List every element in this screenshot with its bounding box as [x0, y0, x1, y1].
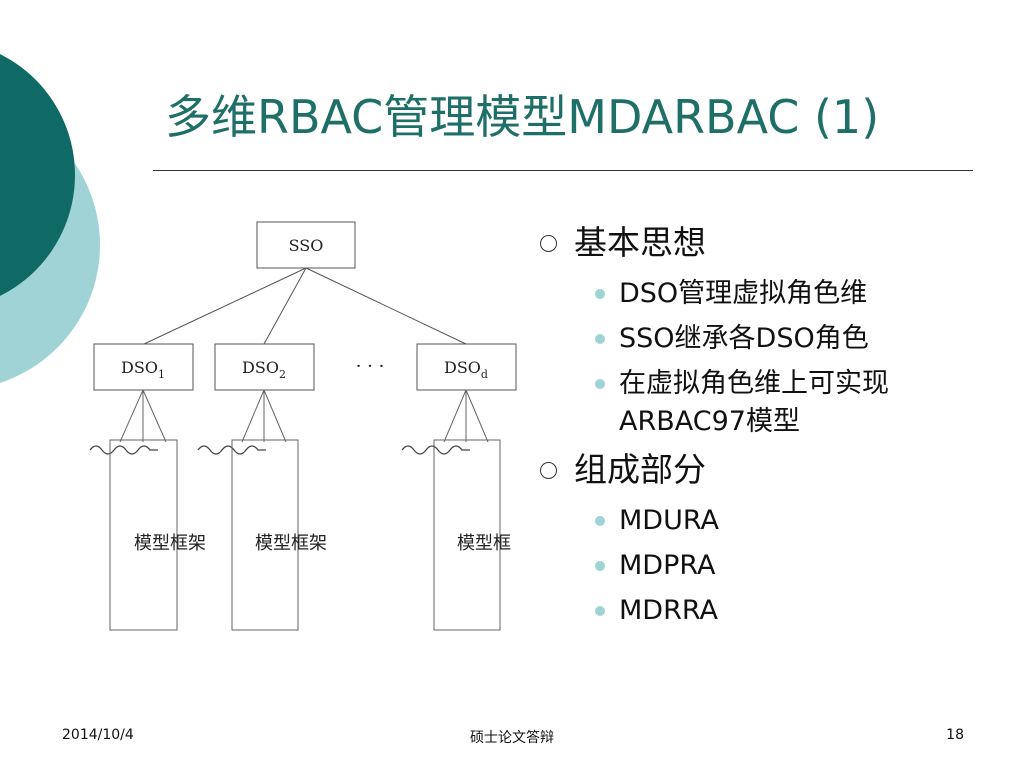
- footer-page-number: 18: [946, 727, 964, 743]
- sso-node-label: SSO: [289, 236, 324, 255]
- dot-bullet-icon: [595, 606, 605, 616]
- dark-teal-circle: [0, 54, 75, 296]
- bullet-level2: MDURA: [595, 502, 1010, 540]
- bullet-level2: 在虚拟角色维上可实现ARBAC97模型: [595, 365, 1010, 441]
- bullet-text: DSO管理虚拟角色维: [619, 278, 868, 309]
- dso1-node-label: DSO1: [121, 358, 165, 381]
- dso1-node-box: [93, 343, 194, 391]
- bullet-list: 基本思想 DSO管理虚拟角色维 SSO继承各DSO角色 在虚拟角色维上可实现AR…: [540, 214, 1010, 630]
- bullet-level2: MDRRA: [595, 592, 1010, 630]
- connector-sso-dso1: [143, 267, 307, 345]
- dot-bullet-icon: [595, 379, 605, 389]
- hierarchy-diagram: SSO DSO1 DSO2 · · · DSOd 模型框架 模型框架 模型框: [89, 221, 517, 631]
- dso2-node-label: DSO2: [242, 358, 286, 381]
- bullet-level1: 组成部分: [540, 445, 1010, 495]
- framework-box-2: [231, 439, 299, 631]
- dso2-node-box: [214, 343, 315, 391]
- framework-label-3: 模型框: [457, 533, 511, 554]
- connector-sso-dsod: [305, 267, 467, 345]
- bullet-level1: 基本思想: [540, 218, 1010, 268]
- squiggle-mark-3: [401, 445, 470, 455]
- sso-node-box: [256, 221, 356, 269]
- bullet-text: 组成部分: [574, 450, 706, 489]
- dso-ellipsis: · · ·: [356, 356, 385, 377]
- footer-date: 2014/10/4: [62, 727, 134, 743]
- slide-title: 多维RBAC管理模型MDARBAC (1): [165, 90, 880, 144]
- connector-sso-dso2: [263, 267, 307, 345]
- bullet-text: MDURA: [619, 505, 719, 536]
- bullet-level2: SSO继承各DSO角色: [595, 320, 1010, 358]
- squiggle-mark-1: [89, 445, 158, 455]
- framework-box-3: [433, 439, 501, 631]
- bullet-level2: DSO管理虚拟角色维: [595, 275, 1010, 313]
- framework-box-1: [109, 439, 178, 631]
- footer-center-text: 硕士论文答辩: [470, 730, 554, 746]
- title-divider: [153, 170, 973, 171]
- hollow-circle-bullet-icon: [540, 234, 557, 252]
- squiggle-mark-2: [197, 445, 266, 455]
- hollow-circle-bullet-icon: [540, 461, 557, 479]
- bullet-text: SSO继承各DSO角色: [619, 323, 869, 354]
- decorative-circles: [0, 54, 100, 383]
- bullet-text: MDPRA: [619, 550, 716, 581]
- dot-bullet-icon: [595, 561, 605, 571]
- framework-label-1: 模型框架: [134, 533, 206, 554]
- bullet-text: 在虚拟角色维上可实现ARBAC97模型: [619, 368, 889, 437]
- framework-label-2: 模型框架: [255, 533, 327, 554]
- dot-bullet-icon: [595, 516, 605, 526]
- dot-bullet-icon: [595, 334, 605, 344]
- bullet-level2: MDPRA: [595, 547, 1010, 585]
- dot-bullet-icon: [595, 289, 605, 299]
- bullet-text: MDRRA: [619, 595, 718, 626]
- bullet-text: 基本思想: [574, 223, 706, 262]
- dsod-node-label: DSOd: [444, 358, 488, 381]
